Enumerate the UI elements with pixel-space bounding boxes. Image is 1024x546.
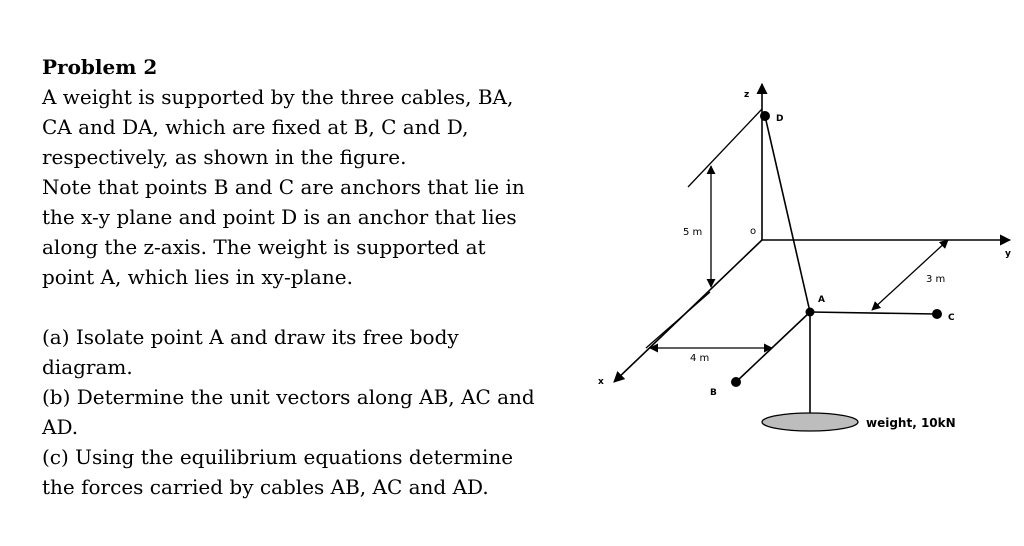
task-line: AD. [42, 415, 79, 439]
point-a-dot [805, 307, 815, 317]
guide-top-left [687, 108, 763, 188]
problem-line: along the z-axis. The weight is supporte… [42, 235, 486, 259]
problem-text: Problem 2 A weight is supported by the t… [42, 52, 602, 502]
weight-shape [761, 412, 859, 432]
point-c-dot [932, 309, 942, 319]
task-line: (b) Determine the unit vectors along AB,… [42, 385, 535, 409]
origin-label: o [750, 226, 756, 237]
point-b-label: B [710, 388, 717, 398]
point-d-dot [760, 111, 770, 121]
problem-line: respectively, as shown in the figure. [42, 145, 407, 169]
problem-line: A weight is supported by the three cable… [42, 85, 514, 109]
task-line: (a) Isolate point A and draw its free bo… [42, 325, 459, 349]
axis-x-label: x [598, 377, 604, 387]
point-d-label: D [776, 114, 783, 124]
guide-bottom-left [645, 291, 711, 349]
dim-3m-arrow [871, 239, 949, 311]
problem-line: the x-y plane and point D is an anchor t… [42, 205, 517, 229]
point-b-dot [731, 377, 741, 387]
weight-label: weight, 10kN [866, 416, 956, 430]
problem-line: point A, which lies in xy-plane. [42, 265, 353, 289]
dim-3m-label: 3 m [926, 274, 945, 285]
point-c-label: C [948, 313, 955, 323]
dim-5m-label: 5 m [683, 227, 702, 238]
task-line: the forces carried by cables AB, AC and … [42, 475, 489, 499]
axis-y-label: y [1005, 249, 1011, 259]
task-line: diagram. [42, 355, 133, 379]
problem-title: Problem 2 [42, 55, 158, 79]
problem-line: Note that points B and C are anchors tha… [42, 175, 525, 199]
point-a-label: A [818, 295, 825, 305]
cable-ab [735, 311, 811, 383]
cable-ac [809, 311, 937, 315]
problem-line: CA and DA, which are fixed at B, C and D… [42, 115, 469, 139]
axis-z-label: z [744, 90, 749, 100]
cable-ad [764, 115, 811, 313]
task-line: (c) Using the equilibrium equations dete… [42, 445, 514, 469]
dim-4m-label: 4 m [690, 353, 709, 364]
